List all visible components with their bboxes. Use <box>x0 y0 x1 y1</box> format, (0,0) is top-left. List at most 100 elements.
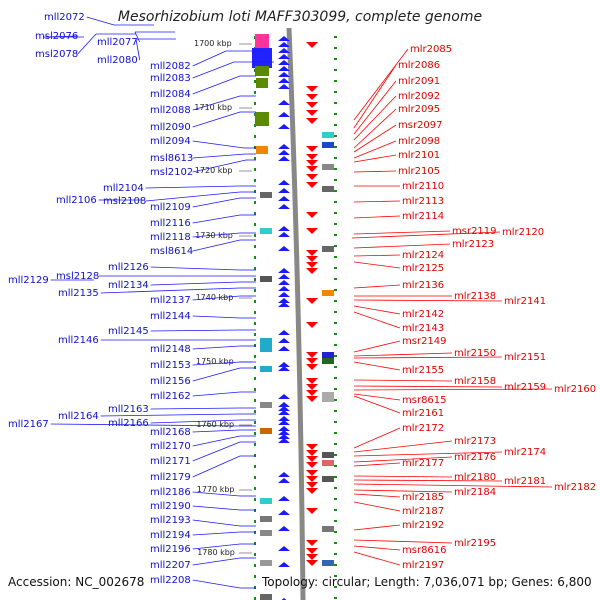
right-label-leader <box>353 489 453 493</box>
left-tick-mark <box>254 564 256 567</box>
gene-arrow-left <box>278 362 290 367</box>
left-label-leader <box>192 455 241 478</box>
gene-arrow-left <box>278 298 290 303</box>
gene-block-left <box>260 594 272 600</box>
right-tick-mark <box>334 223 337 225</box>
gene-arrow-right <box>306 554 318 560</box>
right-gene-label: mlr2155 <box>402 365 444 376</box>
left-gene-label: mll2083 <box>150 73 191 84</box>
right-tick-mark <box>334 487 337 489</box>
left-label-leader <box>150 281 241 286</box>
left-gene-label: mll2153 <box>150 360 191 371</box>
right-label-leader <box>353 230 451 235</box>
left-gene-label: mll2118 <box>150 232 191 243</box>
right-tick-mark <box>334 157 337 159</box>
gene-arrow-right <box>306 250 318 256</box>
left-tick-mark <box>254 454 256 457</box>
right-gene-label: mlr2181 <box>504 476 546 487</box>
gene-arrow-left <box>278 280 290 285</box>
right-label-leader <box>353 493 401 498</box>
left-label-leader <box>150 407 241 410</box>
right-gene-label: mlr2177 <box>402 458 444 469</box>
gene-arrow-right <box>306 560 318 566</box>
gene-arrow-right <box>306 212 318 218</box>
left-gene-label: mll2162 <box>150 391 191 402</box>
left-label-leader <box>86 16 115 26</box>
gene-block-left <box>255 34 269 48</box>
kbp-scale-label: 1770 kbp <box>197 485 235 494</box>
left-gene-label: mll2116 <box>150 218 191 229</box>
left-label-leader <box>192 557 241 566</box>
gene-block-left <box>255 112 269 126</box>
right-label-leader <box>353 64 397 129</box>
right-label-leader <box>353 539 453 544</box>
right-tick-mark <box>334 366 337 368</box>
gene-arrow-right <box>306 364 318 370</box>
right-gene-label: mlr2092 <box>398 91 440 102</box>
left-tick-mark <box>254 289 256 292</box>
right-gene-label: mlr2101 <box>398 150 440 161</box>
right-label-leader <box>353 479 503 482</box>
right-label-leader <box>353 200 401 203</box>
left-label-leader <box>192 159 247 173</box>
gene-arrow-left <box>278 180 290 185</box>
left-tick-mark <box>254 278 256 281</box>
right-tick-mark <box>334 256 337 258</box>
right-gene-label: msr8615 <box>402 395 447 406</box>
gene-arrow-left <box>278 124 290 129</box>
left-gene-label: mll2171 <box>150 456 191 467</box>
left-gene-label: mll2167 <box>8 419 49 430</box>
gene-block-left <box>256 146 268 154</box>
right-gene-label: mlr2085 <box>410 44 452 55</box>
right-gene-label: mlr2095 <box>398 104 440 115</box>
left-tick-mark <box>254 586 256 589</box>
gene-block-right <box>322 186 334 192</box>
right-label-leader <box>353 483 553 488</box>
left-label-leader <box>192 429 241 433</box>
left-tick-mark <box>254 201 256 204</box>
right-gene-label: mlr2113 <box>402 196 444 207</box>
left-gene-label: mll2084 <box>150 89 191 100</box>
left-gene-label: msl8613 <box>150 153 193 164</box>
right-gene-label: mlr2195 <box>454 538 496 549</box>
left-label-leader <box>192 111 241 128</box>
right-gene-label: mlr2174 <box>504 447 546 458</box>
right-tick-mark <box>334 91 337 93</box>
gene-arrow-left <box>278 478 290 483</box>
left-gene-label: mll2146 <box>58 335 99 346</box>
left-gene-label: mll2080 <box>97 55 138 66</box>
gene-arrow-left <box>278 292 290 297</box>
right-gene-label: mlr2086 <box>398 60 440 71</box>
left-tick-mark <box>254 80 256 83</box>
right-label-leader <box>353 80 397 135</box>
left-label-leader <box>150 329 241 332</box>
gene-block-left <box>255 66 269 76</box>
left-label-leader <box>192 531 241 536</box>
right-gene-label: mlr2150 <box>454 348 496 359</box>
gene-arrow-left <box>278 144 290 149</box>
kbp-scale-label: 1750 kbp <box>196 357 234 366</box>
right-label-leader <box>353 385 503 388</box>
right-label-leader <box>353 427 401 449</box>
left-tick-mark <box>254 256 256 259</box>
right-tick-mark <box>334 245 337 247</box>
right-label-leader <box>353 451 503 457</box>
left-gene-label: mll2106 <box>56 195 97 206</box>
left-label-leader <box>150 419 241 424</box>
kbp-scale-label: 1780 kbp <box>197 548 235 557</box>
right-label-leader <box>353 456 453 463</box>
gene-arrow-right <box>306 298 318 304</box>
left-gene-label: mll2170 <box>150 441 191 452</box>
left-gene-label: mll2072 <box>44 12 85 23</box>
gene-arrow-left <box>278 84 290 89</box>
right-tick-mark <box>334 421 337 423</box>
right-label-leader <box>353 524 401 531</box>
right-gene-label: msr2149 <box>402 336 447 347</box>
gene-arrow-left <box>278 402 290 407</box>
left-label-leader <box>192 441 241 462</box>
gene-block-left <box>252 48 272 68</box>
right-label-leader <box>353 124 397 153</box>
right-label-leader <box>353 261 401 269</box>
right-gene-label: mlr2120 <box>502 227 544 238</box>
left-gene-label: mll2077 <box>97 37 138 48</box>
